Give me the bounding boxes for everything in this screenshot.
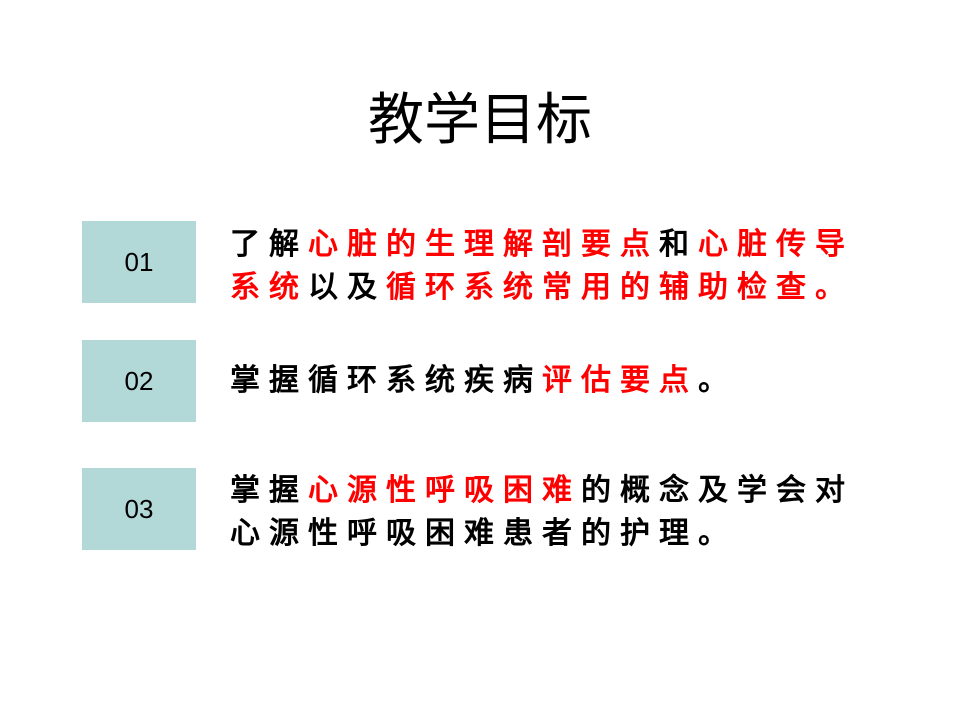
highlight-segment: 循环系统常用的辅助检查。 — [386, 270, 854, 305]
objective-line: 掌握心源性呼吸困难的概念及学会对 — [230, 469, 890, 512]
text-segment: 。 — [698, 363, 737, 398]
text-segment: 和 — [659, 227, 698, 262]
objective-text: 掌握循环系统疾病评估要点。 — [230, 359, 890, 402]
text-segment: 以及 — [308, 270, 386, 305]
text-segment: 了解 — [230, 227, 308, 262]
highlight-segment: 评估要点 — [542, 363, 698, 398]
highlight-segment: 系统 — [230, 270, 308, 305]
objective-line: 了解心脏的生理解剖要点和心脏传导 — [230, 223, 890, 266]
text-segment: 掌握 — [230, 473, 308, 508]
objective-text: 掌握心源性呼吸困难的概念及学会对 心源性呼吸困难患者的护理。 — [230, 469, 890, 555]
highlight-segment: 心脏的生理解剖要点 — [308, 227, 659, 262]
text-segment: 的概念及学会对 — [581, 473, 854, 508]
objective-number-box: 03 — [82, 468, 196, 550]
objective-line: 心源性呼吸困难患者的护理。 — [230, 512, 890, 555]
text-segment: 心源性呼吸困难患者的护理。 — [230, 516, 737, 551]
text-segment: 掌握循环系统疾病 — [230, 363, 542, 398]
objective-line: 系统以及循环系统常用的辅助检查。 — [230, 266, 890, 309]
objective-line: 掌握循环系统疾病评估要点。 — [230, 359, 890, 402]
slide-title: 教学目标 — [368, 88, 592, 153]
objective-text: 了解心脏的生理解剖要点和心脏传导 系统以及循环系统常用的辅助检查。 — [230, 223, 890, 309]
highlight-segment: 心源性呼吸困难 — [308, 473, 581, 508]
objective-number-box: 02 — [82, 340, 196, 422]
objective-number-box: 01 — [82, 221, 196, 303]
highlight-segment: 心脏传导 — [698, 227, 854, 262]
